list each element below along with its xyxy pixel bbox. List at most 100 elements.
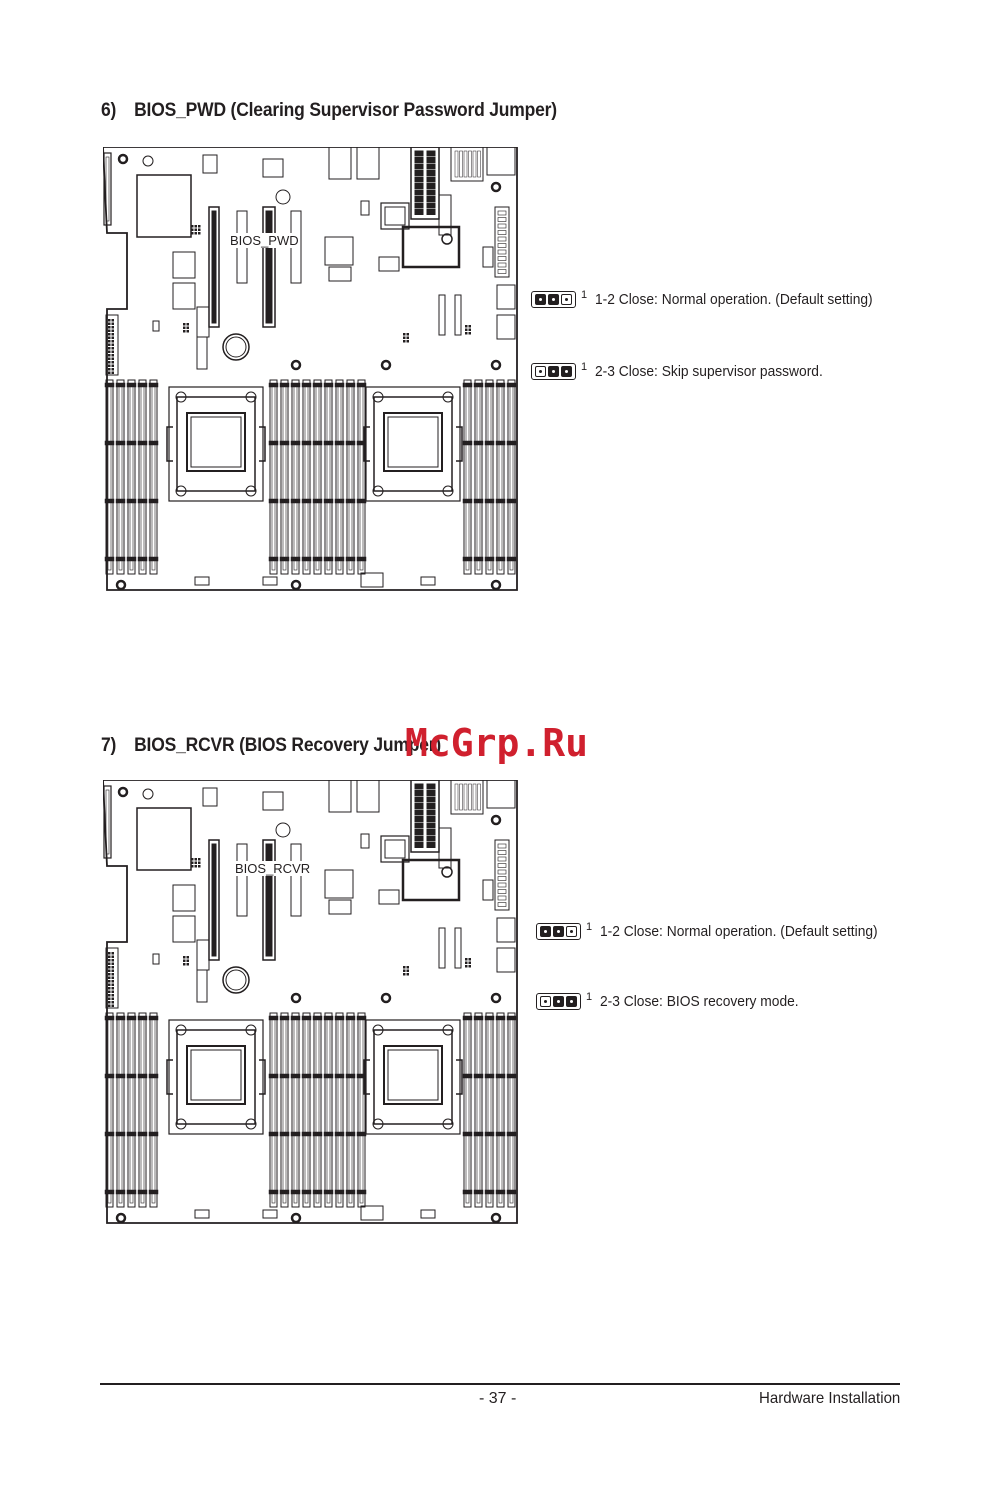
header-pin [108, 1001, 111, 1004]
dimm-slot-key [107, 1016, 112, 1204]
dimm-slot-key [348, 1016, 353, 1204]
dimm-slot [302, 379, 311, 575]
dimm-slot-key [498, 383, 503, 571]
dimm-slot [280, 379, 289, 575]
dimm-slot [463, 1012, 472, 1208]
header-pin [194, 232, 197, 235]
pin-one-label: 1 [581, 361, 588, 373]
header-pin [191, 232, 194, 235]
dimm-slot [324, 379, 333, 575]
mount-hole [490, 1212, 502, 1224]
dimm-slot [291, 1012, 300, 1208]
header-pin [111, 976, 114, 979]
power-connector [496, 947, 516, 973]
dimm-slot-key [304, 1016, 309, 1204]
dimm-slot [116, 1012, 125, 1208]
header-pin [108, 959, 111, 962]
small-chip [202, 787, 218, 807]
chip [380, 835, 410, 863]
dimm-slot [474, 379, 483, 575]
socket-lever [363, 426, 370, 462]
dimm-slot [105, 1012, 114, 1208]
socket-screw [442, 1118, 454, 1130]
dimm-slot-key [293, 383, 298, 571]
dimm-slot [335, 379, 344, 575]
fan-header [262, 1209, 278, 1219]
socket-screw [442, 485, 454, 497]
jumper-2-3-closed-icon [531, 362, 576, 380]
socket-screw [245, 1118, 257, 1130]
mount-hole [117, 153, 129, 165]
header-pin [191, 865, 194, 868]
mount-hole [380, 359, 392, 371]
header-pin [111, 973, 114, 976]
mount-hole [142, 155, 154, 167]
header-pin [183, 956, 186, 959]
fan-screw [275, 822, 291, 838]
mount-hole [490, 359, 502, 371]
header [378, 256, 400, 272]
header-pin [406, 340, 409, 343]
header-pin [111, 966, 114, 969]
dimm-slot [105, 379, 114, 575]
usb-header [196, 939, 210, 971]
header-pin [198, 865, 201, 868]
header-pin [465, 958, 468, 961]
cpu-socket [365, 1019, 461, 1135]
header-pin [186, 326, 189, 329]
dimm-slot [138, 379, 147, 575]
dimm-slot [324, 1012, 333, 1208]
jumper-setting-row: 1 1-2 Close: Normal operation. (Default … [536, 921, 902, 941]
header-pin [403, 333, 406, 336]
header-pin [111, 326, 114, 329]
header-pin [111, 980, 114, 983]
dimm-slot [346, 379, 355, 575]
header-pin [108, 368, 111, 371]
pcie-slot [208, 839, 220, 961]
io-port [450, 147, 484, 182]
small-chip [202, 154, 218, 174]
header-pin [191, 225, 194, 228]
dimm-slot [346, 1012, 355, 1208]
header-pin [111, 347, 114, 350]
power-connector [494, 206, 510, 278]
header-pin [108, 976, 111, 979]
front-panel-header [105, 947, 119, 1009]
dimm-slot-key [359, 383, 364, 571]
header-pin [465, 961, 468, 964]
dimm-slot-key [107, 383, 112, 571]
dimm-slot [138, 1012, 147, 1208]
jumper-setting-row: 1 2-3 Close: BIOS recovery mode. [536, 991, 816, 1011]
header [482, 879, 494, 901]
header-pin [465, 965, 468, 968]
pcie-slot [262, 206, 276, 328]
dimm-slot-key [118, 383, 123, 571]
page-number: - 37 - [479, 1390, 517, 1407]
socket-lever [166, 426, 173, 462]
dimm-slot [127, 379, 136, 575]
cpu-die [383, 1045, 443, 1105]
dimm-slot [280, 1012, 289, 1208]
fan-header [420, 1209, 436, 1219]
header-pin [108, 966, 111, 969]
header-pin [183, 963, 186, 966]
dimm-slot-key [129, 1016, 134, 1204]
header-pin [111, 962, 114, 965]
jumper-1-2-closed-icon [536, 922, 581, 940]
sata-port [172, 251, 196, 279]
battery [222, 966, 250, 994]
chipset-heatsink [136, 174, 192, 238]
battery [222, 333, 250, 361]
power-connector [496, 314, 516, 340]
header-pin [198, 228, 201, 231]
footer-divider [100, 1383, 900, 1385]
atx-power-connector [410, 147, 440, 220]
header-pin [198, 861, 201, 864]
jumper-setting-text: 2-3 Close: BIOS recovery mode. [600, 992, 799, 1010]
header-pin [183, 326, 186, 329]
board-outline [103, 780, 518, 1224]
socket-screw [175, 1118, 187, 1130]
header-pin [108, 364, 111, 367]
header-pin [108, 997, 111, 1000]
header-pin [108, 1004, 111, 1007]
